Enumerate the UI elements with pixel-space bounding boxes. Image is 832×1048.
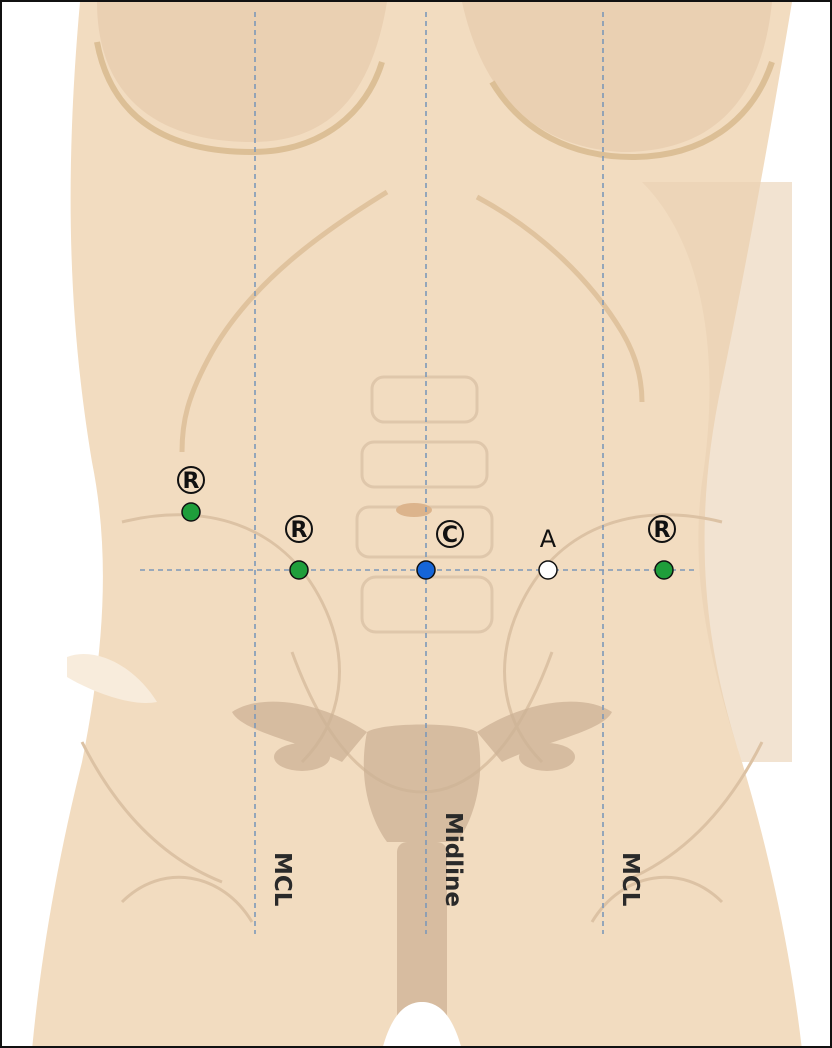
svg-text:R: R [654, 518, 671, 543]
svg-text:R: R [183, 469, 200, 494]
port-dot [655, 561, 673, 579]
mcl-right-label: MCL [617, 852, 643, 907]
midline-label: Midline [440, 812, 466, 907]
assistant-port: A [539, 525, 557, 579]
port-dot [539, 561, 557, 579]
svg-text:R: R [291, 518, 308, 543]
port-dot [290, 561, 308, 579]
svg-text:C: C [442, 523, 458, 548]
mcl-left-label: MCL [269, 852, 295, 907]
svg-text:A: A [540, 525, 557, 553]
port-dot [182, 503, 200, 521]
port-dot [417, 561, 435, 579]
